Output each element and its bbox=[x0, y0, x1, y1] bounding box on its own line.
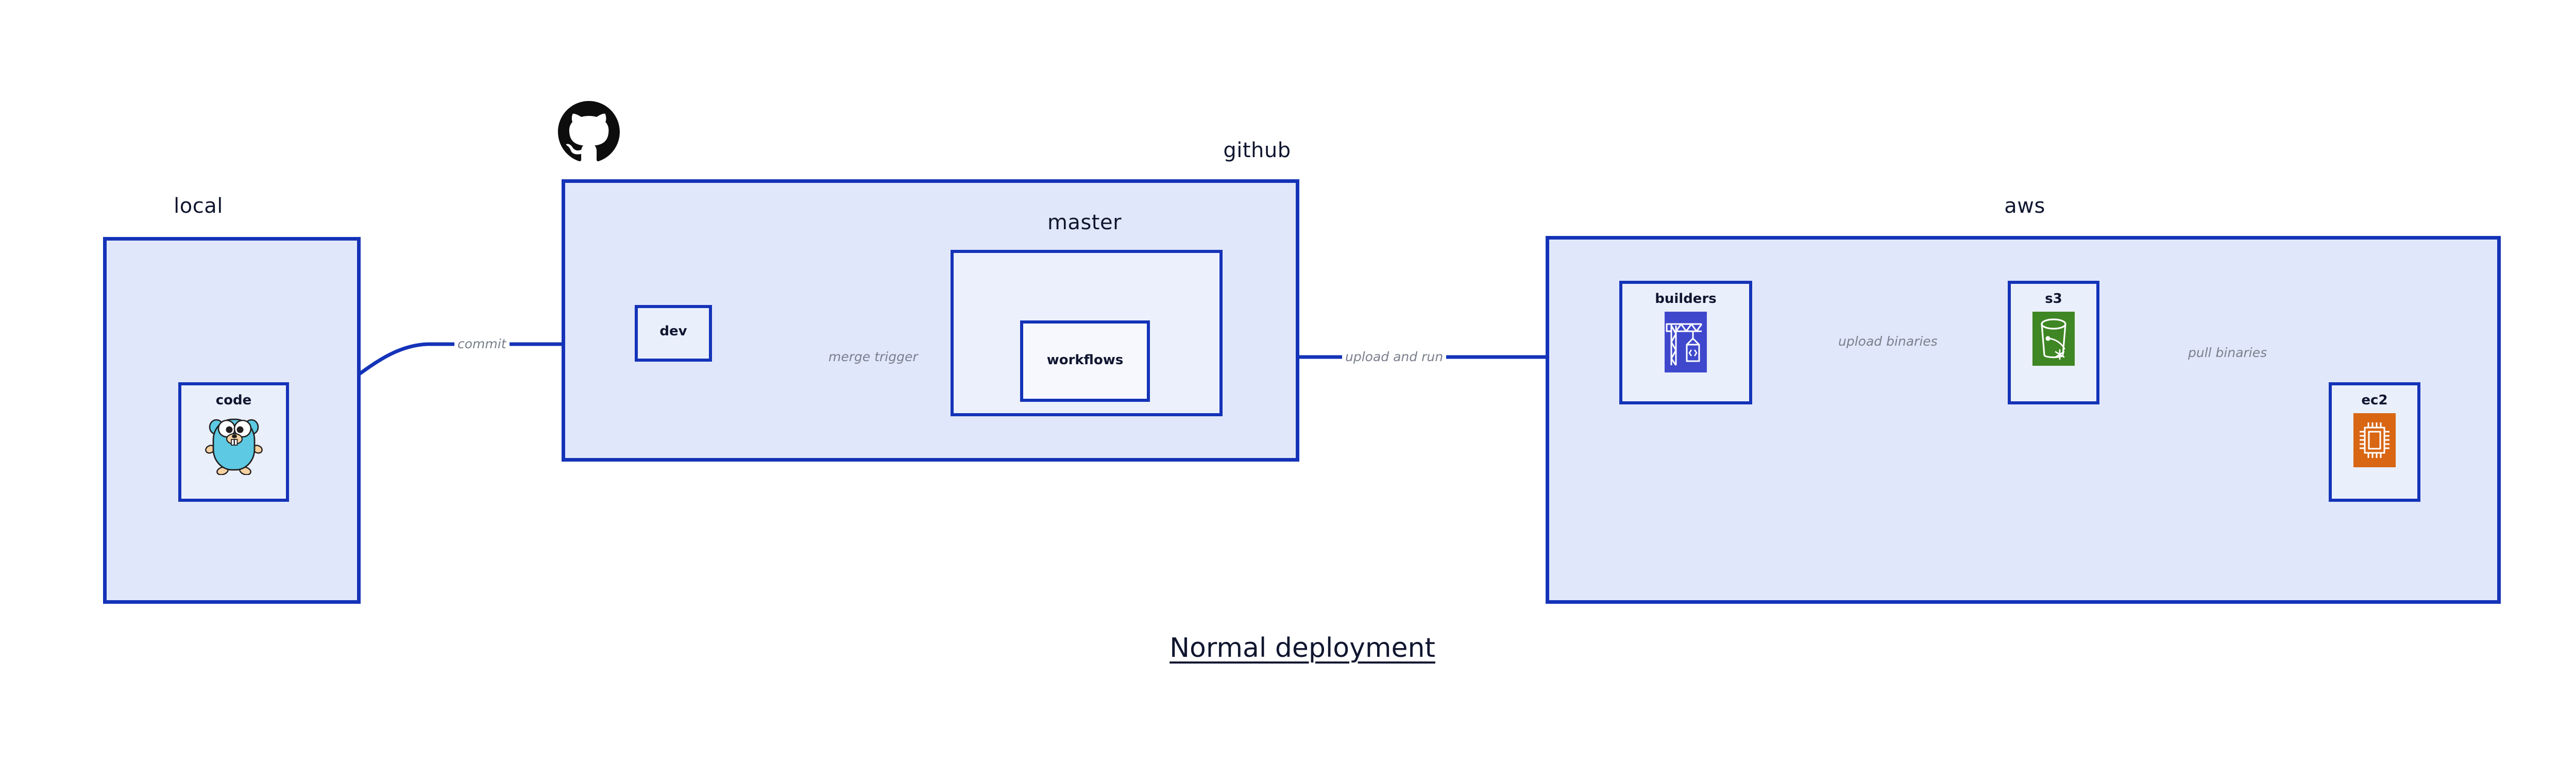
github-octocat-logo bbox=[558, 101, 620, 163]
node-workflows[interactable]: workflows bbox=[1020, 320, 1150, 402]
node-label-builders: builders bbox=[1655, 291, 1717, 307]
node-label-ec2: ec2 bbox=[2361, 393, 2388, 408]
group-label-master: master bbox=[1047, 211, 1122, 234]
aws-codebuild-icon bbox=[1665, 312, 1707, 372]
group-label-github: github bbox=[1223, 139, 1291, 162]
group-label-aws: aws bbox=[2004, 194, 2045, 218]
node-label-dev: dev bbox=[659, 324, 687, 339]
node-code[interactable]: code bbox=[178, 382, 289, 502]
aws-s3-icon bbox=[2032, 312, 2075, 366]
edge-label-upload-binaries: upload binaries bbox=[1835, 335, 1941, 348]
group-label-local: local bbox=[174, 194, 223, 218]
node-label-s3: s3 bbox=[2045, 291, 2062, 307]
node-s3[interactable]: s3 bbox=[2008, 281, 2099, 404]
node-dev[interactable]: dev bbox=[635, 305, 712, 362]
node-label-workflows: workflows bbox=[1046, 352, 1124, 368]
go-gopher-icon bbox=[205, 413, 263, 476]
node-builders[interactable]: builders bbox=[1619, 281, 1752, 404]
aws-ec2-icon bbox=[2353, 413, 2396, 467]
node-label-code: code bbox=[215, 393, 252, 408]
diagram-title: Normal deployment bbox=[1170, 633, 1435, 664]
edge-label-commit: commit bbox=[454, 337, 510, 350]
edge-label-merge-trigger: merge trigger bbox=[825, 350, 921, 363]
node-ec2[interactable]: ec2 bbox=[2329, 382, 2420, 502]
edge-label-pull-binaries: pull binaries bbox=[2185, 346, 2270, 359]
edge-label-upload-and-run: upload and run bbox=[1342, 350, 1447, 363]
